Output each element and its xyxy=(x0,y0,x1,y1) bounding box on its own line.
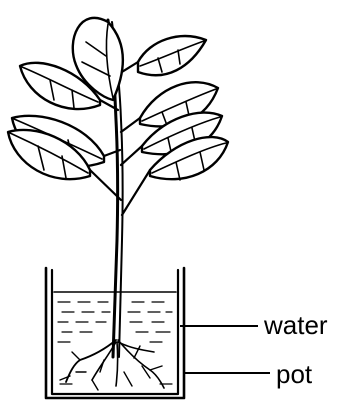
water-label: water xyxy=(263,310,328,340)
leaf xyxy=(138,36,206,75)
roots xyxy=(60,340,164,390)
pot-label: pot xyxy=(276,359,313,389)
